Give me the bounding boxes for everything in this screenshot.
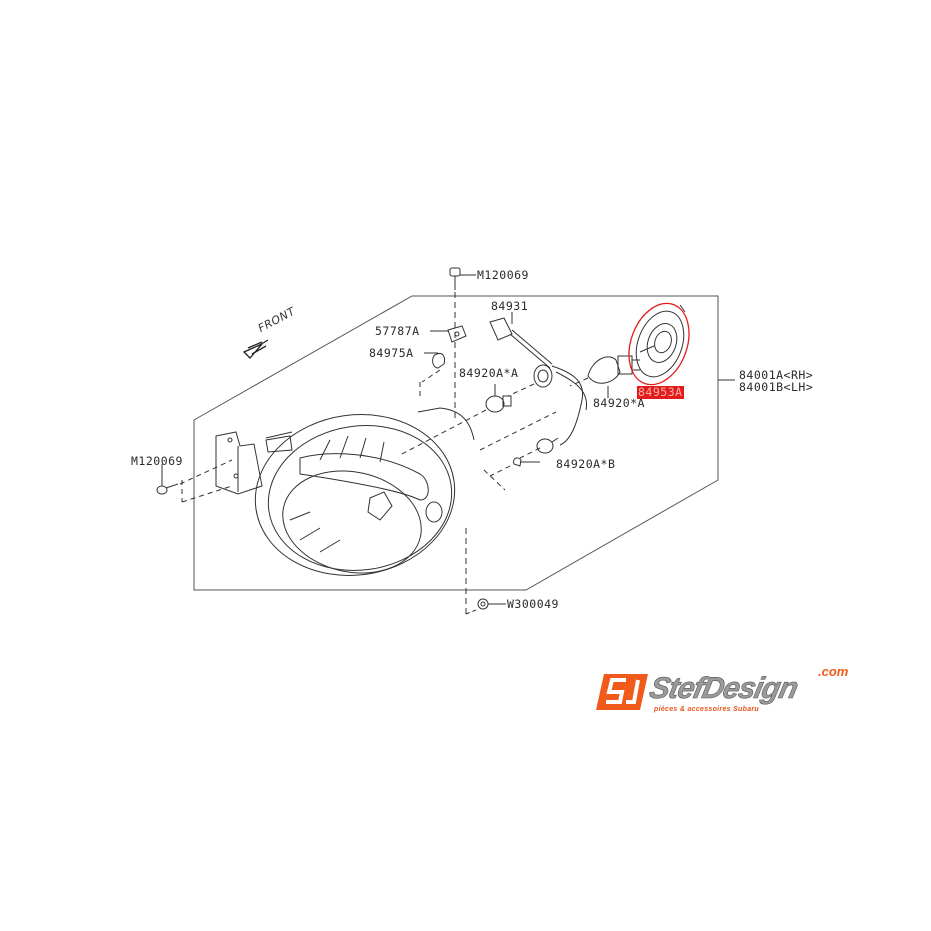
part-label-m120069-side[interactable]: M120069: [131, 454, 183, 468]
bolt-icon: [449, 267, 476, 290]
logo-tagline: pièces & accessoires Subaru: [654, 706, 759, 713]
assembly-label-lh[interactable]: 84001B<LH>: [739, 380, 814, 394]
side-bolt-icon: [156, 483, 179, 495]
logo-com: .com: [818, 664, 849, 679]
stefdesign-logo: StefDesign .com pièces & accessoires Sub…: [596, 664, 858, 720]
mounting-bracket-icon: [215, 431, 293, 495]
part-label-84975a[interactable]: 84975A: [369, 346, 414, 360]
bulb-icon: [485, 395, 512, 413]
logo-name: StefDesign: [646, 672, 801, 706]
socket-icon: [533, 364, 553, 388]
part-label-m120069-top[interactable]: M120069: [477, 268, 529, 282]
headlamp-housing-icon: [254, 407, 475, 576]
part-label-57787a[interactable]: 57787A: [375, 324, 420, 338]
part-label-84920-a[interactable]: 84920*A: [593, 396, 645, 410]
bulb-cover-icon: [635, 304, 686, 378]
headlamp-bulb-icon: [587, 355, 640, 384]
part-label-84931[interactable]: 84931: [491, 299, 529, 313]
screw-icon: [477, 598, 489, 610]
bulb-cover-highlight: [628, 302, 690, 386]
part-label-84953a-highlighted[interactable]: 84953A: [637, 385, 684, 399]
part-label-84920a-b[interactable]: 84920A*B: [556, 457, 616, 471]
sd-logo-mark-icon: [596, 674, 648, 710]
assembly-outline: [193, 295, 719, 591]
assembly-label-rh[interactable]: 84001A<RH>: [739, 368, 814, 382]
part-label-w300049[interactable]: W300049: [507, 597, 559, 611]
small-socket-icon: [536, 437, 559, 454]
part-label-84920a-a[interactable]: 84920A*A: [459, 366, 519, 380]
